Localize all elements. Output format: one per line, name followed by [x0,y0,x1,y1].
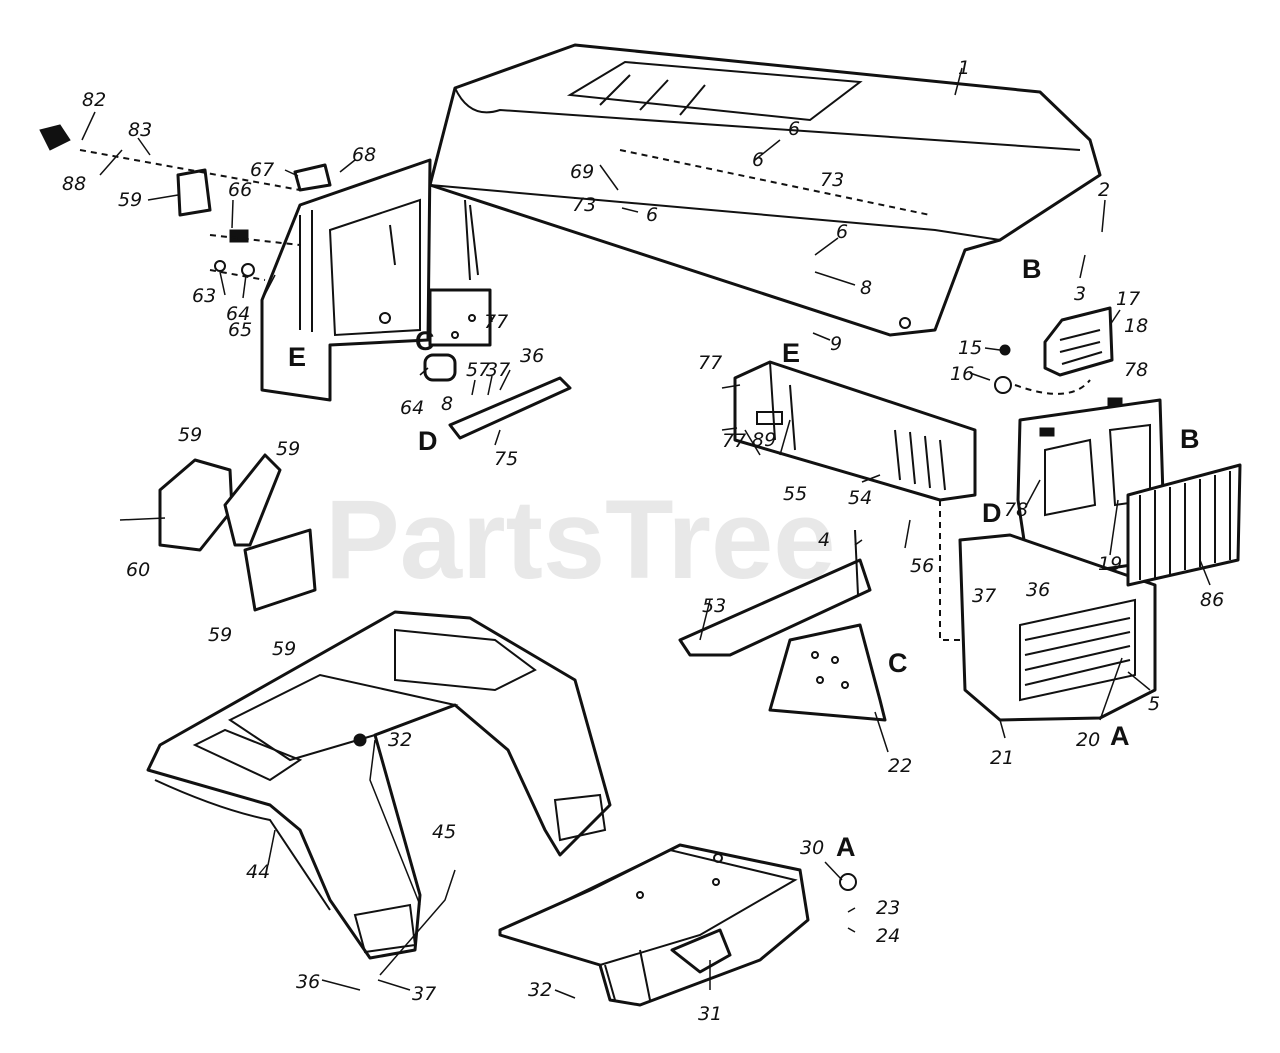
part-number: 22 [888,755,912,777]
part-number: 6 [752,149,764,171]
part-number: 36 [520,345,544,367]
part-number: 69 [570,161,594,183]
reference-letter: A [1110,721,1130,751]
part-number: 75 [494,448,518,470]
watermark-text: PartsTree [325,477,836,602]
part-number: 66 [228,179,252,201]
part-number: 31 [698,1003,722,1025]
part-number: 68 [352,144,376,166]
part-number: 6 [836,221,848,243]
part-number: 59 [178,424,202,446]
part-number: 57 [466,359,490,381]
reference-letter: C [415,326,435,356]
part-number: 65 [228,319,252,341]
part-number: 78 [1004,499,1028,521]
part-number: 2 [1098,179,1110,201]
part-number: 63 [192,285,216,307]
part-number: 32 [528,979,552,1001]
part-number: 67 [250,159,274,181]
part-number: 73 [820,169,844,191]
part-number: 16 [950,363,974,385]
part-number: 60 [126,559,150,581]
part-number: 15 [958,337,982,359]
dash-frame-part [260,158,492,402]
part-number: 64 [400,397,424,419]
part-number: 55 [783,483,807,505]
part-number: 4 [818,529,830,551]
part-number: 82 [82,89,106,111]
part-number: 37 [486,359,510,381]
reference-letter: E [288,342,306,372]
part-number: 77 [698,352,722,374]
part-number: 37 [972,585,996,607]
part-number: 54 [848,487,872,509]
part-number: 59 [276,438,300,460]
part-number: 44 [246,861,270,883]
part-number: 77 [722,430,746,452]
part-number: 86 [1200,589,1224,611]
part-number: 8 [860,277,872,299]
part-number: 64 [226,303,250,325]
part-number: 32 [388,729,412,751]
reference-letter: D [418,426,438,456]
part-number: 53 [702,595,726,617]
side-panel-part [733,360,977,502]
front-bracket-part [498,843,857,1007]
part-number: 3 [1074,283,1086,305]
part-number: 6 [788,118,800,140]
part-number: 30 [800,837,824,859]
part-number: 73 [572,194,596,216]
pedal-plate-part [119,453,317,612]
reference-letter: D [982,498,1002,528]
part-number: 59 [118,189,142,211]
part-number: 5 [1148,693,1160,715]
part-number: 83 [128,119,152,141]
part-number: 59 [208,624,232,646]
part-number: 45 [432,821,456,843]
reference-letter: B [1180,424,1200,454]
part-number: 1 [958,57,970,79]
leader-lines [81,67,1211,999]
tie-bar-part [448,376,572,440]
part-number: 23 [876,897,900,919]
grille-housing-part [939,397,1242,722]
part-number: 18 [1124,315,1148,337]
switch-part [423,344,1012,394]
part-number: 6 [646,204,658,226]
reference-letter: A [836,832,856,862]
part-number: 21 [990,747,1014,769]
part-number: 59 [272,638,296,660]
part-number: 8 [441,393,453,415]
part-number: 77 [484,311,508,333]
part-number: 78 [1124,359,1148,381]
part-number: 36 [296,971,320,993]
part-number: 17 [1116,288,1140,310]
reference-letter: B [1022,254,1042,284]
part-number: 9 [830,333,842,355]
part-number: 88 [62,173,86,195]
latch-group-part [39,124,332,281]
part-number: 56 [910,555,934,577]
headlight-part [1014,306,1114,395]
part-number-labels: 1 2 3 4 5 6 6 6 6 8 8 9 15 16 17 18 19 2… [62,57,1224,1025]
part-number: 24 [876,925,900,947]
reference-letter: C [888,648,908,678]
part-number: 89 [752,429,776,451]
reference-letter: E [782,338,800,368]
hood-part [428,43,1102,337]
part-number: 37 [412,983,436,1005]
reference-letters: A A B B C C D D E E [288,254,1200,862]
part-number: 19 [1098,553,1122,575]
part-number: 20 [1076,729,1100,751]
mounting-bracket-part [678,529,887,722]
part-number: 36 [1026,579,1050,601]
seat-pan-part [146,610,612,960]
